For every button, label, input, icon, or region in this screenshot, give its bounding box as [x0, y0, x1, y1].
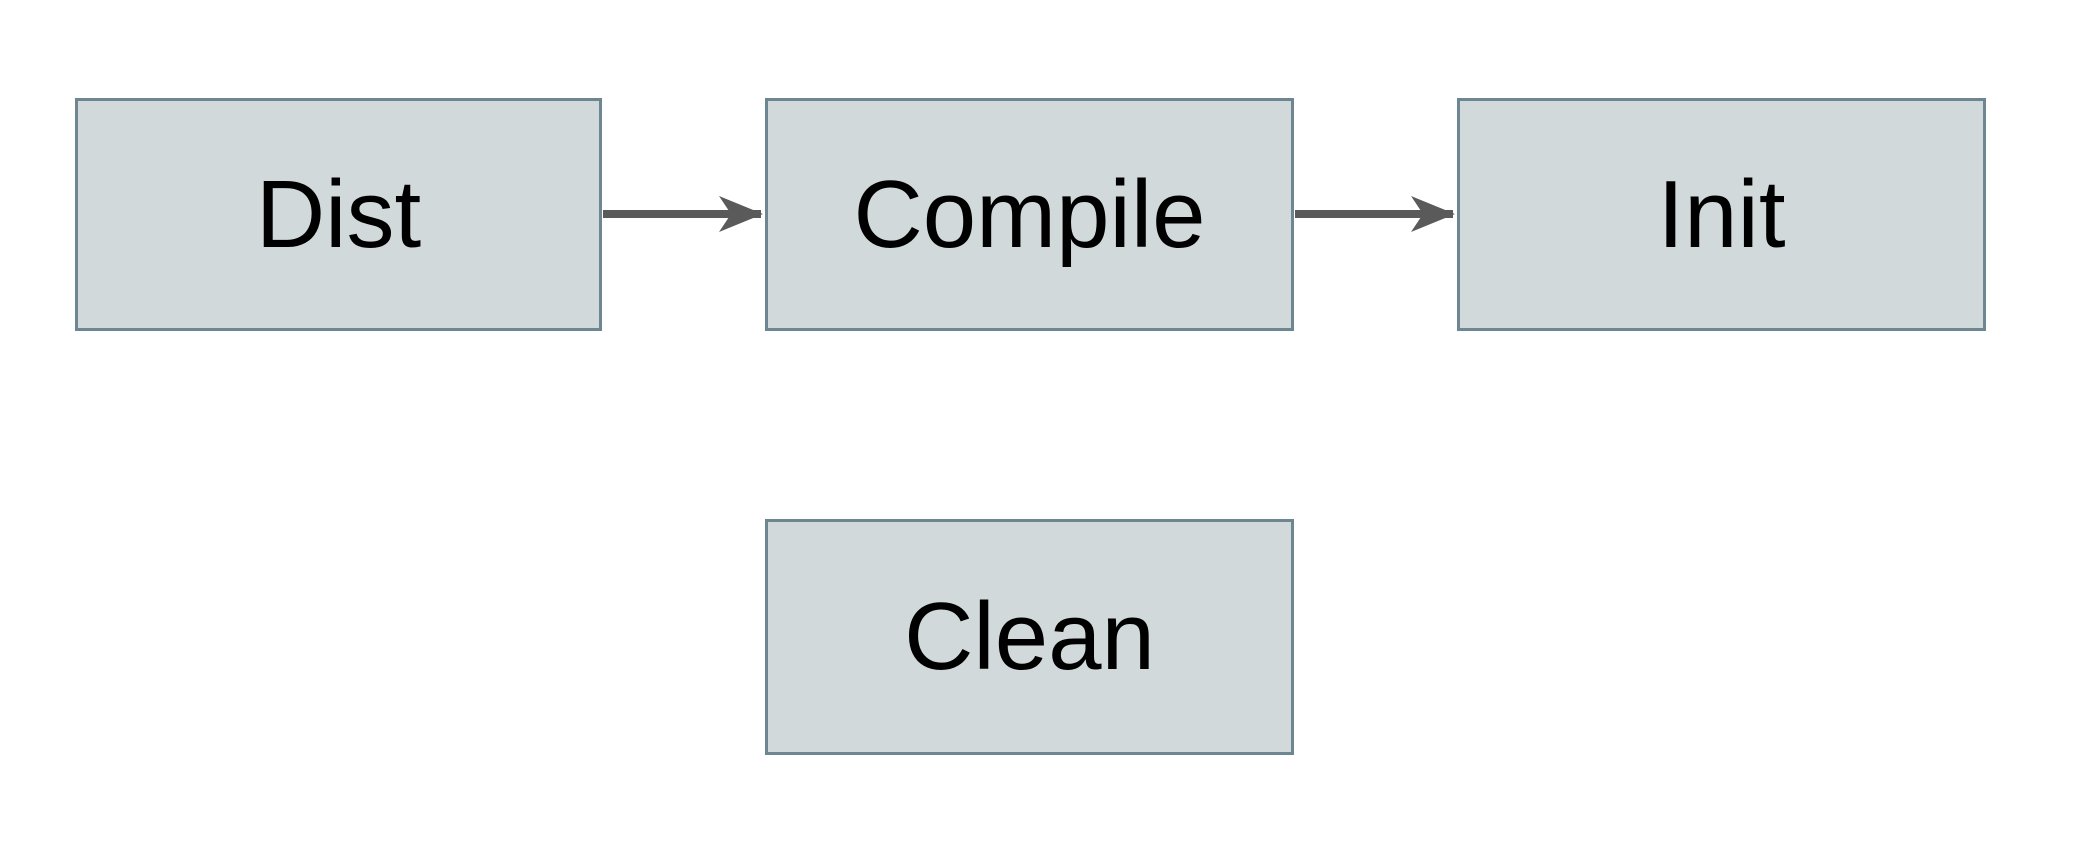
node-compile-label: Compile	[853, 160, 1206, 268]
node-dist-label: Dist	[255, 160, 422, 268]
node-init[interactable]: Init	[1457, 98, 1986, 331]
node-dist[interactable]: Dist	[75, 98, 602, 331]
node-init-label: Init	[1657, 160, 1786, 268]
node-compile[interactable]: Compile	[765, 98, 1294, 331]
node-clean-label: Clean	[904, 583, 1155, 690]
node-clean[interactable]: Clean	[765, 519, 1294, 755]
